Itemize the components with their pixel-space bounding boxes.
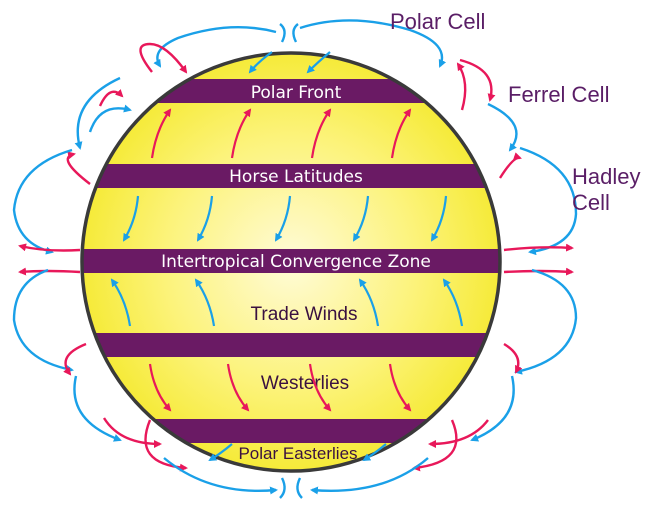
- south-mid-blue-right: [470, 375, 515, 442]
- north-hadley-right: [519, 146, 578, 256]
- westerly-arrow-n3: [310, 108, 332, 159]
- westerly-arrow-n2: [230, 108, 252, 159]
- westerly-arrow-s4: [388, 363, 412, 412]
- trade-arrow-n4: [352, 195, 370, 242]
- south-mid-blue-left: [73, 375, 122, 442]
- westerly-arrow-s1: [148, 363, 172, 412]
- trade-arrow-n3: [274, 195, 292, 242]
- south-polar-hook-right: [296, 477, 303, 499]
- trade-arrow-n5: [430, 195, 448, 242]
- globe-outline: [80, 51, 502, 473]
- itcz-label: Intertropical Convergence Zone: [161, 252, 431, 272]
- south-hadley-left: [12, 268, 74, 373]
- north-hadley-left: [12, 148, 73, 255]
- polar-easterly-arrow-s1: [208, 443, 233, 462]
- polar-cell-label: Polar Cell: [390, 9, 486, 34]
- westerly-arrow-s3: [308, 363, 332, 412]
- north-polar-hook-right: [292, 23, 299, 43]
- southern-horse-band: [82, 333, 500, 357]
- north-mid-blue-left-inner: [88, 104, 132, 133]
- north-ferrel-left: [139, 42, 188, 74]
- trade-arrow-n2: [196, 195, 214, 242]
- horse-latitudes-band: [82, 164, 500, 188]
- north-mid-blue-left: [74, 76, 121, 150]
- surface-wind-arrows: [110, 51, 464, 462]
- trade-arrow-s2: [194, 278, 216, 327]
- south-polar-cell-right: [310, 457, 429, 495]
- south-polar-hook-left: [279, 477, 286, 499]
- north-red-outer-right: [498, 152, 522, 179]
- equator-red-left-1: [18, 243, 81, 252]
- south-polar-cell-left: [163, 457, 278, 495]
- trade-arrow-s3: [358, 278, 380, 327]
- equator-red-right-1: [503, 243, 574, 252]
- trade-arrow-s4: [442, 278, 464, 327]
- hadley-cell-label-line2: Cell: [572, 190, 610, 215]
- itcz-band: [82, 249, 500, 273]
- north-red-outer-left: [66, 151, 91, 185]
- polar-easterlies-label: Polar Easterlies: [238, 444, 357, 463]
- north-polar-cell-right: [299, 19, 447, 68]
- circulation-cells: [12, 19, 578, 499]
- trade-arrow-s1: [110, 278, 132, 327]
- polar-easterly-arrow-1: [248, 51, 273, 74]
- south-red-outer-left: [63, 342, 87, 376]
- south-red-outer-right: [503, 342, 523, 374]
- trade-winds-label: Trade Winds: [251, 304, 358, 325]
- westerlies-label: Westerlies: [261, 373, 349, 394]
- polar-easterly-arrow-s2: [362, 443, 387, 462]
- horse-latitudes-label: Horse Latitudes: [229, 167, 363, 187]
- south-ferrel-right: [428, 419, 489, 448]
- north-polar-hook-left: [279, 23, 286, 43]
- north-mid-blue-right: [487, 102, 518, 152]
- north-ferrel-left-outer: [98, 88, 124, 107]
- ferrel-cell-label: Ferrel Cell: [508, 82, 610, 107]
- hadley-cell-label-line1: Hadley: [572, 164, 641, 189]
- westerly-arrow-n1: [150, 108, 172, 159]
- equator-red-left-2: [18, 267, 81, 276]
- trade-arrow-n1: [122, 195, 140, 242]
- north-polar-cell-left: [153, 26, 277, 68]
- south-hadley-right: [514, 268, 578, 375]
- polar-front-label: Polar Front: [251, 83, 342, 103]
- polar-easterly-arrow-2: [306, 51, 331, 74]
- north-ferrel-right-2: [456, 62, 467, 111]
- south-ferrel-right-2: [412, 419, 458, 472]
- south-ferrel-left: [102, 417, 162, 448]
- north-ferrel-right: [459, 58, 496, 102]
- westerly-arrow-s2: [226, 363, 250, 412]
- westerly-arrow-n4: [390, 108, 412, 159]
